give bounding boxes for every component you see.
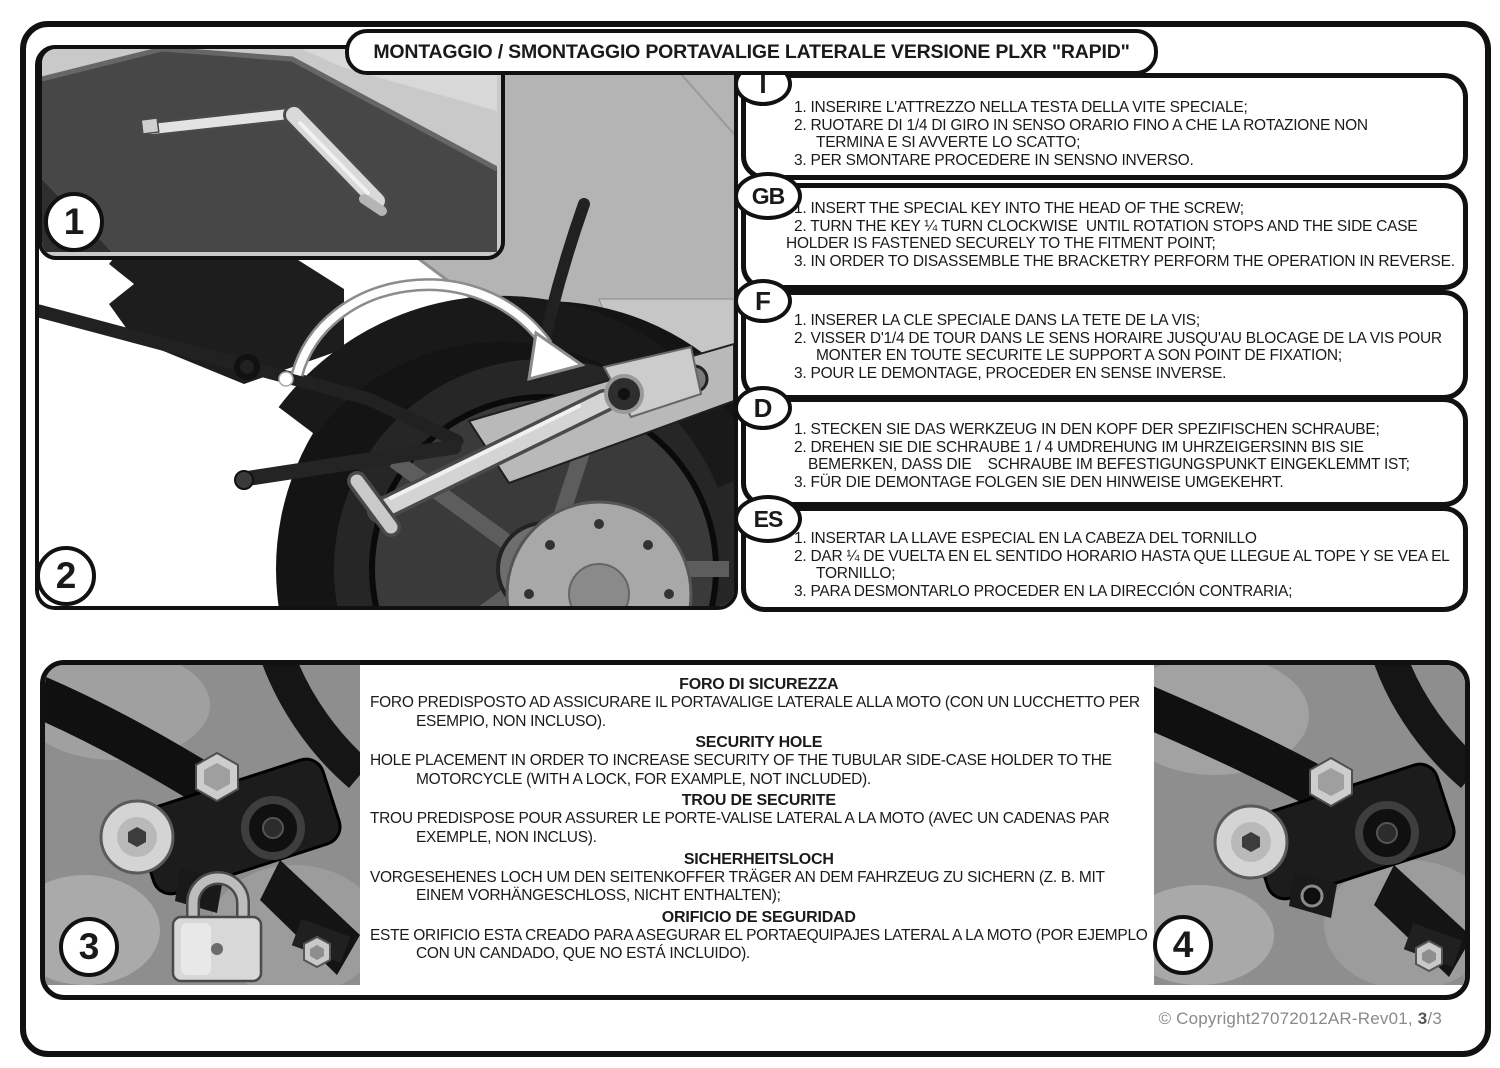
bracket-with-padlock-photo xyxy=(45,665,360,985)
title-banner: MONTAGGIO / SMONTAGGIO PORTAVALIGE LATER… xyxy=(345,29,1158,75)
page-total: /3 xyxy=(1427,1009,1442,1028)
security-heading: SICHERHEITSLOCH xyxy=(683,850,834,868)
security-line: ESEMPIO, NON INCLUSO). xyxy=(416,712,606,730)
security-line: MOTORCYCLE (WITH A LOCK, FOR EXAMPLE, NO… xyxy=(416,770,871,788)
figure-2-number: 2 xyxy=(55,555,77,596)
page-title: MONTAGGIO / SMONTAGGIO PORTAVALIGE LATER… xyxy=(373,40,1130,63)
figure-1-panel xyxy=(38,45,505,260)
special-key-photo xyxy=(42,49,497,252)
security-line: FORO PREDISPOSTO AD ASSICURARE IL PORTAV… xyxy=(370,694,1140,711)
page-number: 3 xyxy=(1417,1009,1428,1028)
security-heading: FORO DI SICUREZZA xyxy=(679,676,839,693)
security-line: EINEM VORHÄNGESCHLOSS, NICHT ENTHALTEN); xyxy=(416,887,781,905)
instruction-box-german: D 1. STECKEN SIE DAS WERKZEUG IN DEN KOP… xyxy=(734,386,1468,507)
instruction-line: 1. INSERER LA CLE SPECIALE DANS LA TETE … xyxy=(794,312,1200,329)
figure-3-number: 3 xyxy=(78,926,100,967)
instruction-line: 3. FÜR DIE DEMONTAGE FOLGEN SIE DEN HINW… xyxy=(794,473,1284,491)
motorcycle-rear-drawing xyxy=(39,49,734,606)
instruction-line: 1. STECKEN SIE DAS WERKZEUG IN DEN KOPF … xyxy=(794,421,1380,438)
language-badge-spanish: ES xyxy=(734,495,802,543)
page-border xyxy=(20,21,1491,1057)
security-line: VORGESEHENES LOCH UM DEN SEITENKOFFER TR… xyxy=(370,868,1105,886)
security-heading: SECURITY HOLE xyxy=(695,734,823,752)
instruction-lines: 1. INSERT THE SPECIAL KEY INTO THE HEAD … xyxy=(746,188,1463,270)
security-line: ESTE ORIFICIO ESTA CREADO PARA ASEGURAR … xyxy=(370,926,1148,944)
copyright-footer: © Copyright27072012AR-Rev01, 3/3 xyxy=(1158,1009,1442,1029)
figure-3-callout: 3 xyxy=(59,917,119,977)
instruction-line: 2. RUOTARE DI 1/4 DI GIRO IN SENSO ORARI… xyxy=(794,116,1368,134)
security-heading: ORIFICIO DE SEGURIDAD xyxy=(661,908,856,926)
instruction-line: 3. IN ORDER TO DISASSEMBLE THE BRACKETRY… xyxy=(794,252,1455,270)
instruction-line: TERMINA E SI AVVERTE LO SCATTO; xyxy=(816,134,1081,152)
figure-4-number: 4 xyxy=(1172,924,1194,965)
security-line: TROU PREDISPOSE POUR ASSURER LE PORTE-VA… xyxy=(370,810,1110,828)
instruction-lines: 1. INSERIRE L'ATTREZZO NELLA TESTA DELLA… xyxy=(746,78,1463,169)
figure-1-number: 1 xyxy=(63,201,85,242)
instruction-line: 2. DREHEN SIE DIE SCHRAUBE 1 / 4 UMDREHU… xyxy=(794,438,1364,456)
figure-4-photo-wrap xyxy=(1153,665,1465,995)
language-code: F xyxy=(755,285,771,316)
instruction-line: TORNILLO; xyxy=(816,565,896,583)
security-line: HOLE PLACEMENT IN ORDER TO INCREASE SECU… xyxy=(370,752,1112,770)
security-heading: TROU DE SECURITE xyxy=(681,792,836,810)
instruction-line: MONTER EN TOUTE SECURITE LE SUPPORT A SO… xyxy=(816,347,1342,365)
instruction-line: 1. INSERT THE SPECIAL KEY INTO THE HEAD … xyxy=(794,200,1244,217)
instruction-line: 2. VISSER D'1/4 DE TOUR DANS LE SENS HOR… xyxy=(794,329,1442,347)
instruction-line: 3. PARA DESMONTARLO PROCEDER EN LA DIREC… xyxy=(794,582,1293,600)
bracket-security-hole-photo xyxy=(1153,665,1465,985)
language-badge-english: GB xyxy=(734,172,802,220)
instruction-lines: 1. INSERER LA CLE SPECIALE DANS LA TETE … xyxy=(746,295,1463,382)
copyright-text: © Copyright27072012AR-Rev01, xyxy=(1158,1009,1418,1028)
instruction-box-english: GB 1. INSERT THE SPECIAL KEY INTO THE HE… xyxy=(734,172,1468,290)
figure-1-callout: 1 xyxy=(44,192,104,252)
figure-4-callout: 4 xyxy=(1153,915,1213,975)
instruction-box-spanish: ES 1. INSERTAR LA LLAVE ESPECIAL EN LA C… xyxy=(734,495,1468,612)
instruction-lines: 1. STECKEN SIE DAS WERKZEUG IN DEN KOPF … xyxy=(746,402,1463,491)
instruction-line: 3. PER SMONTARE PROCEDERE IN SENSNO INVE… xyxy=(794,151,1194,169)
language-code: GB xyxy=(751,182,785,209)
language-code: D xyxy=(753,392,773,423)
figure-2-callout: 2 xyxy=(36,546,96,606)
instruction-lines: 1. INSERTAR LA LLAVE ESPECIAL EN LA CABE… xyxy=(746,511,1463,600)
security-line: CON UN CANDADO, QUE NO ESTÁ INCLUIDO). xyxy=(416,945,750,963)
instruction-line: 2. DAR ¼ DE VUELTA EN EL SENTIDO HORARIO… xyxy=(794,547,1450,565)
figure-3-photo-wrap xyxy=(45,665,360,995)
language-code: ES xyxy=(753,505,784,532)
instruction-box-italian: I 1. INSERIRE L'ATTREZZO NELLA TESTA DEL… xyxy=(734,62,1468,180)
instruction-line: 2. TURN THE KEY ¼ TURN CLOCKWISE UNTIL R… xyxy=(794,217,1418,235)
figure-2-panel xyxy=(35,45,738,610)
language-badge-french: F xyxy=(734,279,792,323)
instruction-line: 1. INSERTAR LA LLAVE ESPECIAL EN LA CABE… xyxy=(794,530,1257,547)
language-code: I xyxy=(759,68,767,99)
language-badge-german: D xyxy=(734,386,792,430)
instruction-line: BEMERKEN, DASS DIE SCHRAUBE IM BEFESTIGU… xyxy=(808,456,1410,474)
instruction-line: 1. INSERIRE L'ATTREZZO NELLA TESTA DELLA… xyxy=(794,99,1248,116)
instruction-line: HOLDER IS FASTENED SECURELY TO THE FITME… xyxy=(786,235,1216,253)
security-line: EXEMPLE, NON INCLUS). xyxy=(416,828,597,846)
instruction-line: 3. POUR LE DEMONTAGE, PROCEDER EN SENSE … xyxy=(794,364,1227,382)
instruction-box-french: F 1. INSERER LA CLE SPECIALE DANS LA TET… xyxy=(734,279,1468,400)
